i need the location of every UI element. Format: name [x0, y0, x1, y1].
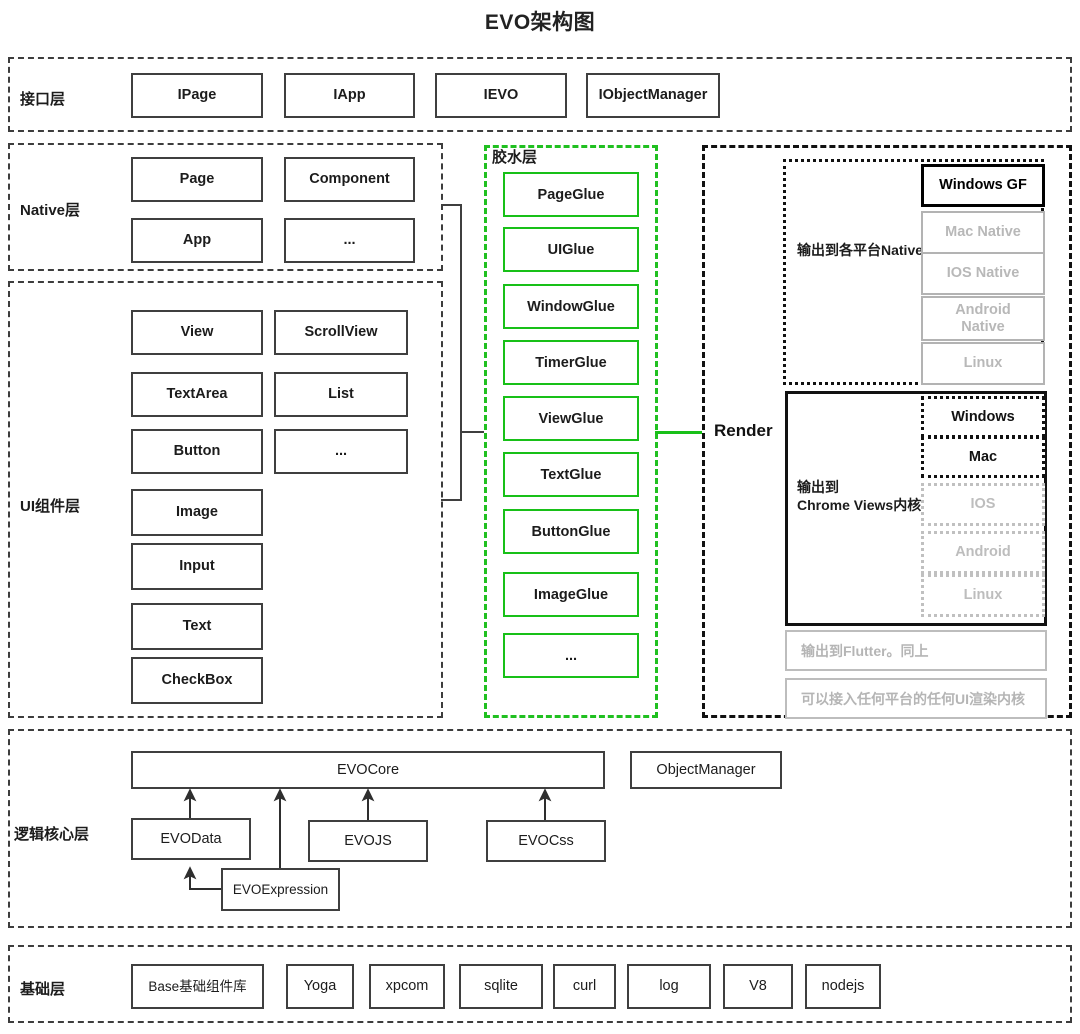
node-text[interactable]: Text	[131, 603, 263, 650]
node-native-more[interactable]: ...	[284, 218, 415, 263]
platform-windows-gf[interactable]: Windows GF	[921, 164, 1045, 207]
glue-node-more[interactable]: ...	[503, 633, 639, 678]
node-sqlite[interactable]: sqlite	[459, 964, 543, 1009]
node-image[interactable]: Image	[131, 489, 263, 536]
platform-windows-chrome[interactable]: Windows	[921, 396, 1045, 438]
glue-node-uiglue[interactable]: UIGlue	[503, 227, 639, 272]
node-evoexpression[interactable]: EVOExpression	[221, 868, 340, 911]
glue-node-timerglue[interactable]: TimerGlue	[503, 340, 639, 385]
platform-mac-native[interactable]: Mac Native	[921, 211, 1045, 254]
connector-bracket-vertical	[460, 204, 462, 501]
page-title: EVO架构图	[484, 11, 596, 34]
node-nodejs[interactable]: nodejs	[805, 964, 881, 1009]
platform-android-native[interactable]: Android Native	[921, 296, 1045, 341]
node-yoga[interactable]: Yoga	[286, 964, 354, 1009]
node-view[interactable]: View	[131, 310, 263, 355]
node-iapp[interactable]: IApp	[284, 73, 415, 118]
node-v8[interactable]: V8	[723, 964, 793, 1009]
glue-node-viewglue[interactable]: ViewGlue	[503, 396, 639, 441]
glue-node-buttonglue[interactable]: ButtonGlue	[503, 509, 639, 554]
node-xpcom[interactable]: xpcom	[369, 964, 445, 1009]
connector-glue-to-render	[655, 431, 703, 434]
glue-node-textglue[interactable]: TextGlue	[503, 452, 639, 497]
glue-node-pageglue[interactable]: PageGlue	[503, 172, 639, 217]
platform-linux-native[interactable]: Linux	[921, 342, 1045, 385]
node-evocss[interactable]: EVOCss	[486, 820, 606, 862]
connector-bracket-to-glue	[460, 431, 486, 433]
platform-ios-chrome[interactable]: IOS	[921, 483, 1045, 526]
render-layer-label: Render	[714, 421, 773, 440]
glue-node-imageglue[interactable]: ImageGlue	[503, 572, 639, 617]
node-log[interactable]: log	[627, 964, 711, 1009]
interface-layer-label: 接口层	[20, 91, 66, 108]
node-curl[interactable]: curl	[553, 964, 616, 1009]
node-base-library[interactable]: Base基础组件库	[131, 964, 264, 1009]
node-iobjectmanager[interactable]: IObjectManager	[586, 73, 720, 118]
node-evodata[interactable]: EVOData	[131, 818, 251, 860]
node-page[interactable]: Page	[131, 157, 263, 202]
glue-node-windowglue[interactable]: WindowGlue	[503, 284, 639, 329]
node-list[interactable]: List	[274, 372, 408, 417]
native-output-caption: 输出到各平台Native	[797, 242, 924, 258]
glue-layer-label: 胶水层	[492, 149, 538, 166]
render-note-flutter: 输出到Flutter。同上	[785, 630, 1047, 671]
node-input[interactable]: Input	[131, 543, 263, 590]
platform-android-chrome[interactable]: Android	[921, 531, 1045, 574]
logic-core-layer-label: 逻辑核心层	[14, 826, 90, 843]
node-objectmanager[interactable]: ObjectManager	[630, 751, 782, 789]
platform-linux-chrome[interactable]: Linux	[921, 574, 1045, 617]
node-evojs[interactable]: EVOJS	[308, 820, 428, 862]
render-note-any-engine: 可以接入任何平台的任何UI渲染内核	[785, 678, 1047, 719]
node-ui-more[interactable]: ...	[274, 429, 408, 474]
node-ievo[interactable]: IEVO	[435, 73, 567, 118]
node-checkbox[interactable]: CheckBox	[131, 657, 263, 704]
node-ipage[interactable]: IPage	[131, 73, 263, 118]
node-button[interactable]: Button	[131, 429, 263, 474]
node-scrollview[interactable]: ScrollView	[274, 310, 408, 355]
platform-mac-chrome[interactable]: Mac	[921, 436, 1045, 478]
platform-ios-native[interactable]: IOS Native	[921, 252, 1045, 295]
chrome-output-caption: 输出到 Chrome Views内核	[797, 479, 922, 514]
node-component[interactable]: Component	[284, 157, 415, 202]
ui-component-layer-label: UI组件层	[20, 498, 81, 515]
node-app[interactable]: App	[131, 218, 263, 263]
base-layer-label: 基础层	[20, 981, 66, 998]
connector-ui-bottom	[441, 499, 462, 501]
connector-native-top	[441, 204, 462, 206]
node-textarea[interactable]: TextArea	[131, 372, 263, 417]
native-layer-label: Native层	[20, 202, 81, 219]
node-evocore[interactable]: EVOCore	[131, 751, 605, 789]
